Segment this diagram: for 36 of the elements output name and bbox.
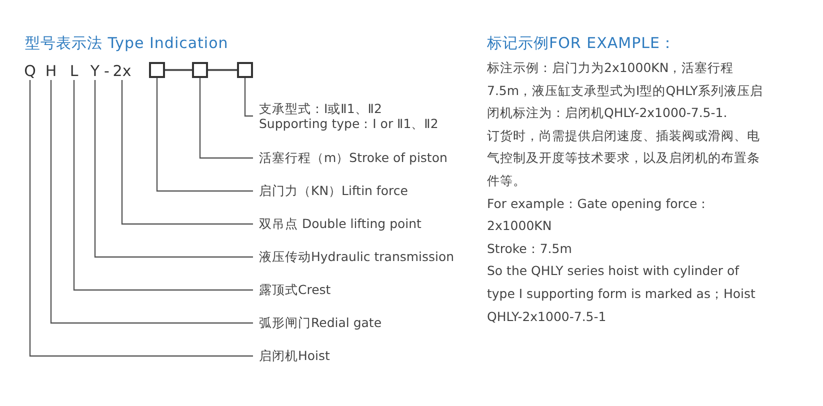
code-letter: Y <box>85 62 105 80</box>
title: 型号表示法 Type Indication <box>25 34 228 53</box>
paragraph: 订货时，尚需提供启闭速度、插装阀或滑阀、电气控制及开度等技术要求，以及启闭机的布置条件等。 <box>487 126 761 190</box>
paragraph: Stroke：7.5m <box>487 240 573 258</box>
code-box <box>149 62 165 78</box>
code-letter: Q <box>20 62 40 80</box>
leader-line <box>50 80 253 324</box>
callout-text: 启闭机Hoist <box>259 348 330 363</box>
code-box <box>192 62 208 78</box>
code-letter: H <box>41 62 61 80</box>
connector-line <box>165 69 192 71</box>
callout-text: 弧形闸门Redial gate <box>259 315 382 330</box>
leader-line <box>156 78 253 192</box>
leader-line <box>121 80 253 225</box>
code-letter: - <box>104 62 110 80</box>
callout-text: Supporting type：Ⅰ or Ⅱ1、Ⅱ2 <box>259 116 438 131</box>
callout-text: 活塞行程（m）Stroke of piston <box>259 150 448 165</box>
leader-line <box>73 80 253 291</box>
callout-text: 双吊点 Double lifting point <box>259 216 422 231</box>
connector-line <box>208 69 237 71</box>
leader-line <box>29 80 253 357</box>
leader-line <box>244 78 253 117</box>
heading: 标记示例FOR EXAMPLE： <box>487 34 676 53</box>
paragraph: 标注示例：启门力为2x1000KN，活塞行程7.5m，液压缸支承型式为Ⅰ型的QHLY系列液压启闭机标注为：启闭机QHLY-2x1000-7.5-1. <box>487 59 764 122</box>
callout-text: 支承型式：Ⅰ或Ⅱ1、Ⅱ2 <box>259 101 383 116</box>
callout-text: 启门力（KN）Liftin force <box>259 183 408 198</box>
code-letter: L <box>64 62 84 80</box>
paragraph: For example：Gate opening force： <box>487 194 712 213</box>
callout-text: 液压传动Hydraulic transmission <box>259 249 454 264</box>
leader-line <box>94 80 253 258</box>
callout-text: 露顶式Crest <box>259 282 331 297</box>
paragraph: So the QHLY series hoist with cylinder of type I supporting form is marked as；Hoist QHLY-2x1000-7.5-1 <box>487 262 756 326</box>
code-box <box>237 62 253 78</box>
leader-line <box>199 78 253 159</box>
code-letter: 2x <box>112 62 132 80</box>
paragraph: 2x1000KN <box>487 217 553 236</box>
